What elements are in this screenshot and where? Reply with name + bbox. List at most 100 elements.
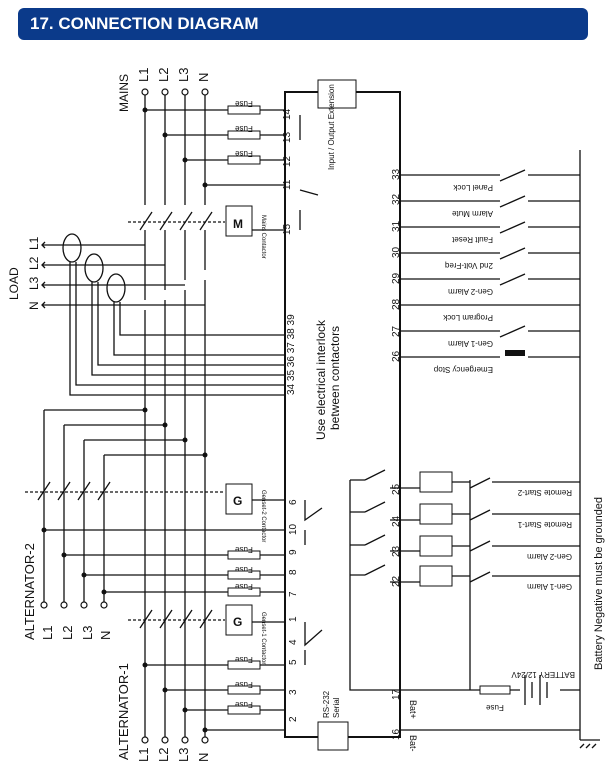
- svg-text:Fuse: Fuse: [235, 99, 253, 108]
- mains-phase-l1: L1: [136, 68, 151, 82]
- battery-ground-note: Battery Negative must be grounded: [593, 497, 605, 670]
- mains-contactor-box: [225, 205, 253, 237]
- svg-text:2: 2: [288, 716, 299, 722]
- mains-phase-l3: L3: [176, 68, 191, 82]
- svg-text:2nd Volt-Freq: 2nd Volt-Freq: [445, 261, 493, 270]
- section-header: 17. CONNECTION DIAGRAM: [18, 8, 588, 40]
- svg-text:3: 3: [288, 689, 299, 695]
- svg-text:Alarm Mute: Alarm Mute: [452, 209, 493, 218]
- interlock-text-2: between contactors: [328, 326, 342, 430]
- svg-text:8: 8: [288, 569, 299, 575]
- svg-text:11: 11: [282, 179, 293, 190]
- bat-minus-label: Bat-: [408, 735, 418, 752]
- mains-phases: L1 L2 L3 N: [136, 68, 211, 82]
- svg-text:Program Lock: Program Lock: [442, 313, 493, 322]
- svg-text:Fuse: Fuse: [486, 703, 504, 712]
- svg-text:24: 24: [391, 515, 402, 527]
- gen1-contactor-label: Genset-1 Contactor: [260, 612, 266, 664]
- io-extension-port: [317, 79, 357, 109]
- svg-text:L3: L3: [80, 626, 95, 640]
- mains-fuses: Fuse Fuse Fuse: [227, 99, 261, 165]
- output-labels: Remote Start-2 Remote Start-1 Gen-2 Alar…: [517, 488, 572, 591]
- load-phases: L1 L2 L3 N: [27, 236, 41, 310]
- svg-text:Gen-1 Alarm: Gen-1 Alarm: [448, 339, 493, 348]
- svg-text:L3: L3: [27, 276, 41, 290]
- svg-text:L1: L1: [40, 626, 55, 640]
- svg-text:L1: L1: [27, 236, 41, 250]
- svg-text:Fault Reset: Fault Reset: [451, 235, 493, 244]
- svg-text:Fuse: Fuse: [235, 700, 253, 709]
- svg-text:G: G: [233, 615, 242, 629]
- svg-text:25: 25: [391, 483, 402, 495]
- alternator2-phases: L1 L2 L3 N: [40, 626, 113, 640]
- svg-text:G: G: [233, 494, 242, 508]
- battery-fuse: [479, 685, 511, 695]
- svg-text:M: M: [233, 217, 243, 231]
- alternator1-label: ALTERNATOR-1: [116, 663, 131, 760]
- gen1-contactor-box: [225, 604, 253, 636]
- alternator2-label: ALTERNATOR-2: [22, 543, 37, 640]
- battery-label: BATTERY 12/24V: [511, 670, 575, 679]
- ct-l2: [84, 253, 104, 283]
- gen2-terminals: 6 10 9 8 7: [288, 499, 299, 597]
- mains-label: MAINS: [117, 74, 131, 112]
- svg-text:Gen-1 Alarm: Gen-1 Alarm: [527, 582, 572, 591]
- svg-text:Remote Start-1: Remote Start-1: [517, 520, 572, 529]
- rs232-label-2: Serial: [332, 697, 341, 718]
- right-terminals: 33 32 31 30 29 28 27 26: [391, 168, 402, 362]
- alternator1-phases: L1 L2 L3 N: [136, 748, 211, 762]
- gen2-contactor-box: [225, 483, 253, 515]
- svg-text:N: N: [27, 301, 41, 310]
- relay-g1: [419, 565, 453, 587]
- gen1-terminals: 1 4 5 3 2: [288, 616, 299, 722]
- svg-text:Fuse: Fuse: [235, 124, 253, 133]
- relay-rs2: [419, 471, 453, 493]
- rs232-label-1: RS-232: [322, 690, 331, 718]
- interlock-text-1: Use electrical interlock: [314, 319, 328, 440]
- svg-text:5: 5: [288, 659, 299, 665]
- svg-text:Emergency Stop: Emergency Stop: [433, 365, 493, 374]
- mains-phase-l2: L2: [156, 68, 171, 82]
- io-extension-label: Input / Output Extension: [327, 84, 336, 170]
- rs232-port: [317, 721, 349, 751]
- controller-module: [284, 91, 401, 738]
- svg-text:27: 27: [391, 325, 402, 337]
- mains-contactor-label: Mains Contactor: [260, 215, 266, 259]
- svg-text:N: N: [98, 631, 113, 640]
- ct-l1: [62, 233, 82, 263]
- svg-text:28: 28: [391, 298, 402, 310]
- svg-text:17: 17: [391, 688, 402, 700]
- gen2-contactor-label: Genset-2 Contactor: [260, 490, 266, 542]
- relay-g2: [419, 535, 453, 557]
- mains-phase-n: N: [196, 73, 211, 82]
- top-terminals: 14 13 12 11 15: [282, 108, 293, 235]
- svg-text:Remote Start-2: Remote Start-2: [517, 488, 572, 497]
- svg-text:15: 15: [282, 223, 293, 235]
- svg-text:L1: L1: [136, 748, 151, 762]
- svg-text:31: 31: [391, 220, 402, 232]
- svg-text:12: 12: [282, 155, 293, 167]
- gen2-fuses: Fuse Fuse Fuse: [227, 545, 261, 597]
- svg-text:14: 14: [282, 108, 293, 120]
- svg-text:Fuse: Fuse: [235, 565, 253, 574]
- svg-text:10: 10: [288, 523, 299, 535]
- svg-text:9: 9: [288, 549, 299, 555]
- svg-text:22: 22: [391, 575, 402, 587]
- svg-text:L3: L3: [176, 748, 191, 762]
- svg-text:Gen-2 Alarm: Gen-2 Alarm: [448, 287, 493, 296]
- bat-plus-label: Bat+: [408, 700, 418, 719]
- svg-text:Gen-2 Alarm: Gen-2 Alarm: [527, 552, 572, 561]
- svg-text:L2: L2: [27, 256, 41, 270]
- svg-text:16: 16: [391, 728, 402, 740]
- svg-text:Fuse: Fuse: [235, 545, 253, 554]
- svg-text:Fuse: Fuse: [235, 655, 253, 664]
- ct-terminals: 34 35 36 37 38 39: [286, 314, 297, 395]
- svg-text:6: 6: [288, 499, 299, 505]
- relay-rs1: [419, 503, 453, 525]
- svg-text:1: 1: [288, 616, 299, 622]
- ct-l3: [106, 273, 126, 303]
- svg-text:4: 4: [288, 639, 299, 645]
- svg-text:L2: L2: [156, 748, 171, 762]
- svg-text:L2: L2: [60, 626, 75, 640]
